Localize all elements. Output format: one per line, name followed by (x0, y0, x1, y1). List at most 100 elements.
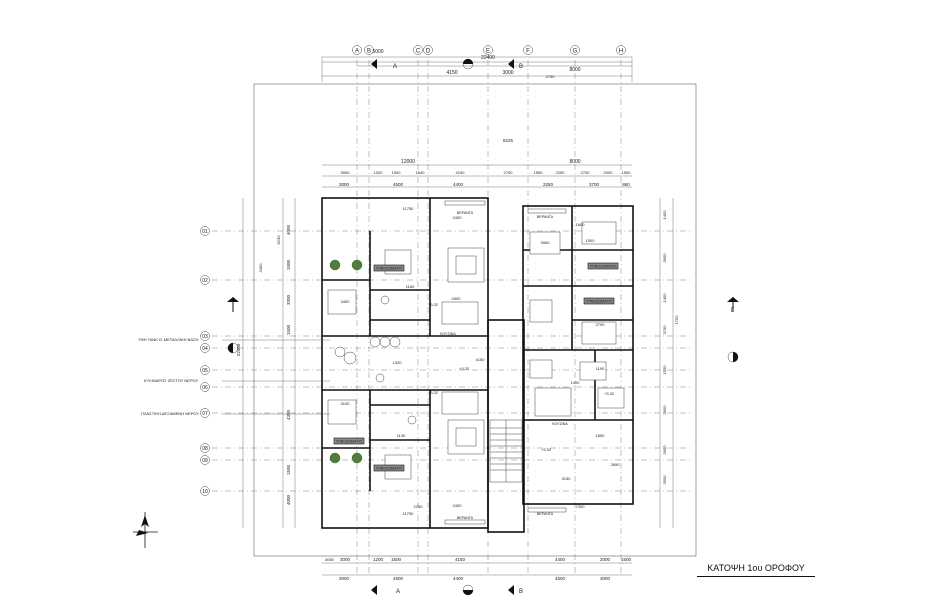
rd-23: 1650 (596, 433, 606, 438)
grid-row-07: 07 (202, 411, 208, 417)
rd-6: 3100 (341, 401, 351, 406)
dim-bot-a1: 1200 (373, 557, 384, 562)
dim-bot-a3: 4150 (455, 557, 466, 562)
rd-14: 3060 (541, 240, 551, 245)
rd-15: 2700 (596, 322, 606, 327)
rd-4: 4300 (452, 296, 462, 301)
note-gas: ΥΦΗ ΤΑΝΚ ΙΣ ΜΕΤΑΛΛΙΚΗ ΒΑΣΗ (138, 337, 198, 342)
rd-1: 2400 (453, 215, 463, 220)
level-0: +3.32 (428, 302, 439, 307)
grid-col-H: H (619, 49, 623, 55)
note-boiler: ΚΥΛΙΝΔΡΟΣ ΖΕΣΤΟΥ ΝΕΡΟΥ (144, 378, 199, 383)
dim-b5: 2700 (504, 170, 514, 175)
dim-bot-b3: 4500 (555, 576, 566, 581)
stair-treads (490, 420, 522, 482)
dim-top-a2: 3000 (502, 70, 513, 76)
room-label-bed1: ΥΠΝΟΔΩΜΑΤΙΟ (376, 267, 403, 271)
rd-7: 1130 (397, 433, 406, 438)
rd-9: 11750 (403, 511, 415, 516)
room-label-bed5: ΥΠΝΟΔΩΜΑΤΙΟ (376, 467, 403, 471)
dim-bot-start: 3050 (325, 557, 335, 562)
grid-row-08: 08 (202, 446, 208, 452)
grid-row-09: 09 (202, 458, 208, 464)
balcony-labels: ΒΕΡΑΝΤΑ ΒΕΡΑΝΤΑ ΒΕΡΑΝΤΑ ΒΕΡΑΝΤΑ (457, 211, 554, 520)
section-a-top: A (393, 64, 397, 70)
interior-dimensions: 11750 2400 1160 3400 4300 1320 3100 1130… (341, 206, 621, 516)
dim-left-0: 4000 (286, 224, 291, 235)
grid-col-E: E (486, 49, 490, 55)
grid-col-G: G (573, 49, 578, 55)
section-b-top-icon (508, 59, 514, 69)
grid-col-D: D (426, 49, 431, 55)
dim-right-8: 3500 (662, 475, 667, 485)
rd-21: 4150 (476, 357, 486, 362)
equipment-notes: ΥΦΗ ΤΑΝΚ ΙΣ ΜΕΤΑΛΛΙΚΗ ΒΑΣΗ ΚΥΛΙΝΔΡΟΣ ΖΕΣ… (138, 337, 330, 416)
dim-top-a3: 2750 (546, 74, 556, 79)
room-label-bed2: ΥΠΝΟΔΩΜΑΤΙΟ (590, 265, 617, 269)
room-label-bed4: ΥΠΝΟΔΩΜΑΤΙΟ (336, 440, 363, 444)
balcony-label-2: ΒΕΡΑΝΤΑ (457, 516, 474, 520)
dim-top-8000b: 8000 (569, 159, 580, 165)
dim-top-a1: 4150 (446, 70, 457, 76)
dim-right-3: 3700 (662, 325, 667, 335)
room-label-kitchen1: ΚΟΥΖΙΝΑ (440, 332, 456, 336)
dim-b4: 4150 (456, 170, 466, 175)
grid-column-lines (356, 60, 622, 575)
dim-b6: 1550 (534, 170, 544, 175)
dim-right-7: 1750 (674, 315, 679, 325)
dim-b2: 1500 (392, 170, 402, 175)
dim-c4: 3700 (589, 182, 600, 187)
rd-19: 3150 (562, 476, 572, 481)
grid-column-bubbles: A B C D E F G H (352, 45, 626, 55)
section-a-bottom-icon (371, 585, 377, 595)
rd-2: 1160 (406, 284, 415, 289)
dim-c1: 4500 (393, 182, 404, 187)
balconies (444, 200, 567, 525)
dim-bot-a4: 4400 (555, 557, 566, 562)
section-a-bottom: A (396, 589, 400, 595)
plot-boundary (253, 83, 697, 557)
dim-left-2: 3300 (286, 294, 291, 305)
dim-bot-a0: 3000 (340, 557, 351, 562)
dim-right-0: 1400 (662, 210, 667, 220)
top-dimension-chains: 5000 22400 4150 3000 8000 2750 12000 800… (322, 49, 632, 188)
dim-top-a0: 5000 (372, 49, 383, 55)
grid-col-C: C (416, 49, 421, 55)
note-tank: ΠΛΑΣΤΙΚΗ ΔΕΞΑΜΕΝΗ ΝΕΡΟΥ (141, 411, 199, 416)
section-a-top-icon (371, 59, 377, 69)
dim-bot-b2: 4400 (453, 576, 464, 581)
rd-3: 3400 (341, 299, 351, 304)
room-label-kitchen2: ΚΟΥΖΙΝΑ (552, 422, 568, 426)
left-dimension-chains: 4000 1500 3300 1500 4300 1500 4000 22400… (236, 198, 296, 528)
room-label-bed3: ΥΠΝΟΔΩΜΑΤΙΟ (586, 300, 613, 304)
dim-c5: 860 (622, 182, 630, 187)
grid-row-bubbles: 01 02 03 04 05 06 07 08 09 10 (200, 226, 210, 496)
dim-left-3: 1500 (286, 324, 291, 335)
bottom-dimension-chains: 3050 3000 1200 1500 4150 4400 2000 1500 … (322, 557, 632, 581)
dim-right-6: 3000 (662, 445, 667, 455)
furniture-left-unit (327, 247, 485, 480)
building-walls (321, 197, 634, 533)
balcony-label-0: ΒΕΡΑΝΤΑ (457, 211, 474, 215)
balcony-label-3: ΒΕΡΑΝΤΑ (537, 512, 554, 516)
grid-row-02: 02 (202, 278, 208, 284)
rd-0: 11750 (403, 206, 415, 211)
upper-dimension-frame (321, 56, 633, 82)
section-b-bottom: B (519, 589, 523, 595)
section-g: Γ (731, 308, 735, 314)
dim-c3: 2250 (543, 182, 554, 187)
dim-left-6230: 6230 (276, 235, 281, 245)
grid-row-03: 03 (202, 334, 208, 340)
drawing-title-block: ΚΑΤΟΨΗ 1ου ΟΡΟΦΟΥ (697, 563, 815, 577)
dim-top-8000: 8000 (569, 67, 580, 73)
section-markers: A B A B Γ (227, 59, 739, 595)
grid-col-F: F (526, 49, 530, 55)
dim-c0: 3000 (339, 182, 350, 187)
grid-col-B: B (367, 49, 371, 55)
rd-12: 1600 (576, 222, 586, 227)
dim-left-4: 1500 (286, 464, 291, 475)
rd-13: 1500 (586, 238, 596, 243)
dim-left-total: 22400 (236, 343, 241, 356)
level-1: +3.32 (428, 390, 439, 395)
